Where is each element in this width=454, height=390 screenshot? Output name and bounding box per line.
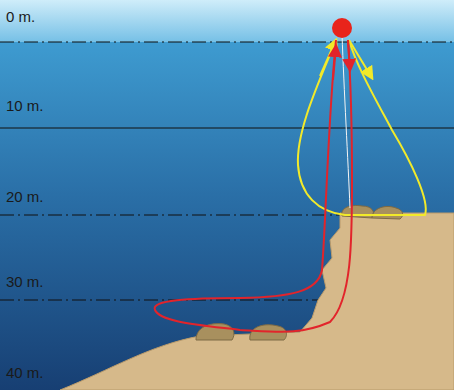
depth-label: 0 m. [6, 8, 35, 26]
depth-label: 40 m. [6, 364, 44, 382]
depth-label: 30 m. [6, 273, 44, 291]
depth-label: 10 m. [6, 97, 44, 115]
depth-label: 20 m. [6, 188, 44, 206]
